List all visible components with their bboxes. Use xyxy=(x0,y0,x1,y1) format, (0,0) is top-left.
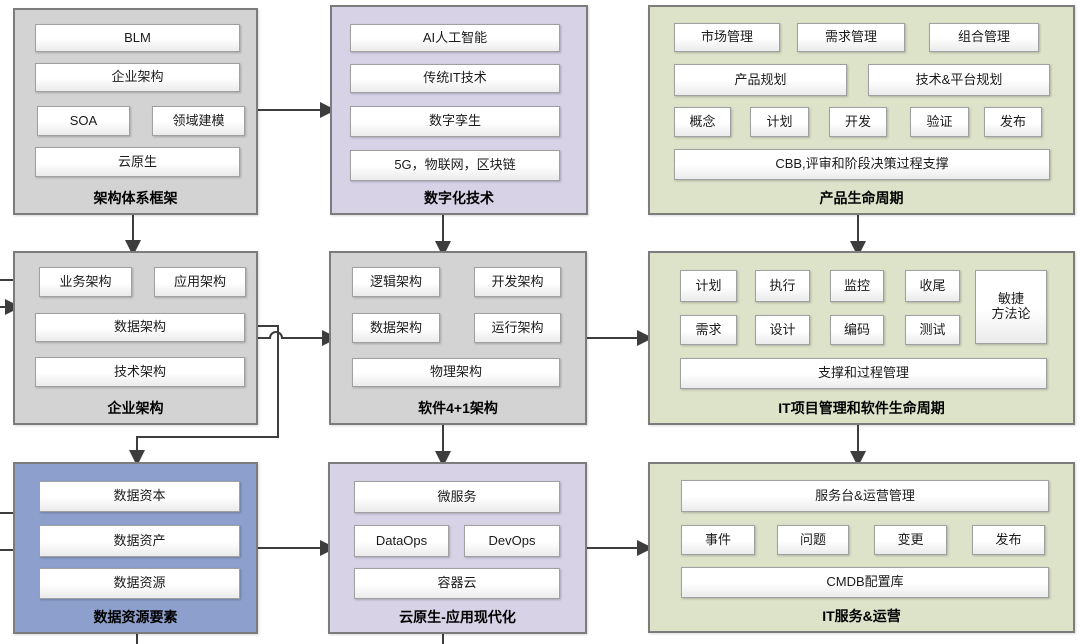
box-plan: 计划 xyxy=(750,107,809,137)
box-verify: 验证 xyxy=(910,107,969,137)
box-concept: 概念 xyxy=(674,107,731,137)
box-tech-platform-planning: 技术&平台规划 xyxy=(868,64,1050,96)
box-data-capital: 数据资本 xyxy=(39,481,240,512)
panel-digital-technology: AI人工智能 传统IT技术 数字孪生 5G，物联网，区块链 数字化技术 xyxy=(330,5,588,215)
box-cloud-native: 云原生 xyxy=(35,147,240,177)
panel-title-data-elements: 数据资源要素 xyxy=(93,609,178,625)
box-domain-modeling: 领域建模 xyxy=(152,106,245,136)
panel-it-project-mgmt: 计划 执行 监控 收尾 敏捷 方法论 需求 设计 编码 测试 支撑和过程管理 I… xyxy=(648,251,1075,425)
box-data-arch-sw: 数据架构 xyxy=(352,313,440,343)
box-release: 发布 xyxy=(984,107,1042,137)
box-agile-methodology: 敏捷 方法论 xyxy=(975,270,1047,344)
panel-title-framework: 架构体系框架 xyxy=(93,190,178,206)
box-change: 变更 xyxy=(874,525,947,555)
panel-enterprise-architecture: 业务架构 应用架构 数据架构 技术架构 企业架构 xyxy=(13,251,258,425)
box-problem: 问题 xyxy=(777,525,849,555)
box-sw-testing: 测试 xyxy=(905,315,960,345)
box-cbb-review: CBB,评审和阶段决策过程支撑 xyxy=(674,149,1050,180)
box-technical-arch: 技术架构 xyxy=(35,357,245,387)
panel-it-service-operations: 服务台&运营管理 事件 问题 变更 发布 CMDB配置库 IT服务&运营 xyxy=(648,462,1075,633)
box-portfolio-mgmt: 组合管理 xyxy=(929,23,1039,52)
box-sw-coding: 编码 xyxy=(830,315,884,345)
box-pm-execute: 执行 xyxy=(755,270,810,302)
box-incident: 事件 xyxy=(681,525,755,555)
box-release-ops: 发布 xyxy=(972,525,1045,555)
box-runtime-arch: 运行架构 xyxy=(474,313,561,343)
box-microservices: 微服务 xyxy=(354,481,560,513)
panel-software-41-architecture: 逻辑架构 开发架构 数据架构 运行架构 物理架构 软件4+1架构 xyxy=(329,251,587,425)
box-physical-arch: 物理架构 xyxy=(352,358,560,387)
panel-title-it-service: IT服务&运营 xyxy=(822,608,901,624)
panel-product-lifecycle: 市场管理 需求管理 组合管理 产品规划 技术&平台规划 概念 计划 开发 验证 … xyxy=(648,5,1075,215)
box-data-arch: 数据架构 xyxy=(35,313,245,342)
panel-data-resource-elements: 数据资本 数据资产 数据资源 数据资源要素 xyxy=(13,462,258,634)
box-product-planning: 产品规划 xyxy=(674,64,847,96)
box-cmdb: CMDB配置库 xyxy=(681,567,1049,598)
box-support-process-mgmt: 支撑和过程管理 xyxy=(680,358,1047,389)
panel-title-software41: 软件4+1架构 xyxy=(418,400,498,416)
box-ai: AI人工智能 xyxy=(350,24,560,52)
box-data-resources: 数据资源 xyxy=(39,568,240,599)
panel-architecture-framework: BLM 企业架构 SOA 领域建模 云原生 架构体系框架 xyxy=(13,8,258,215)
box-logical-arch: 逻辑架构 xyxy=(352,267,440,297)
box-demand-mgmt: 需求管理 xyxy=(797,23,905,52)
box-soa: SOA xyxy=(37,106,130,136)
panel-title-digital: 数字化技术 xyxy=(424,190,494,206)
box-pm-monitor: 监控 xyxy=(830,270,884,302)
box-digital-twin: 数字孪生 xyxy=(350,106,560,137)
box-service-desk: 服务台&运营管理 xyxy=(681,480,1049,512)
box-5g-iot-blockchain: 5G，物联网，区块链 xyxy=(350,150,560,181)
panel-title-enterprise: 企业架构 xyxy=(107,400,164,416)
arrow-enterprise-to-software41-hop xyxy=(258,330,338,346)
box-devops: DevOps xyxy=(464,525,560,557)
box-blm: BLM xyxy=(35,24,240,52)
panel-cloud-native-modernization: 微服务 DataOps DevOps 容器云 云原生-应用现代化 xyxy=(328,462,587,634)
box-container-cloud: 容器云 xyxy=(354,568,560,599)
box-traditional-it: 传统IT技术 xyxy=(350,64,560,93)
box-pm-plan: 计划 xyxy=(680,270,737,302)
box-data-assets: 数据资产 xyxy=(39,525,240,557)
box-dataops: DataOps xyxy=(354,525,449,557)
box-sw-design: 设计 xyxy=(755,315,810,345)
box-enterprise-arch: 企业架构 xyxy=(35,63,240,92)
box-develop: 开发 xyxy=(829,107,887,137)
box-market-mgmt: 市场管理 xyxy=(674,23,780,52)
box-dev-arch: 开发架构 xyxy=(474,267,561,297)
panel-title-product: 产品生命周期 xyxy=(819,190,904,206)
panel-title-cloud-native: 云原生-应用现代化 xyxy=(399,609,516,625)
panel-title-itpm: IT项目管理和软件生命周期 xyxy=(778,400,945,416)
box-pm-close: 收尾 xyxy=(905,270,960,302)
box-business-arch: 业务架构 xyxy=(39,267,132,297)
arrow-data-arch-to-data-elements-wrap xyxy=(129,325,279,466)
box-application-arch: 应用架构 xyxy=(154,267,246,297)
box-sw-requirements: 需求 xyxy=(680,315,737,345)
